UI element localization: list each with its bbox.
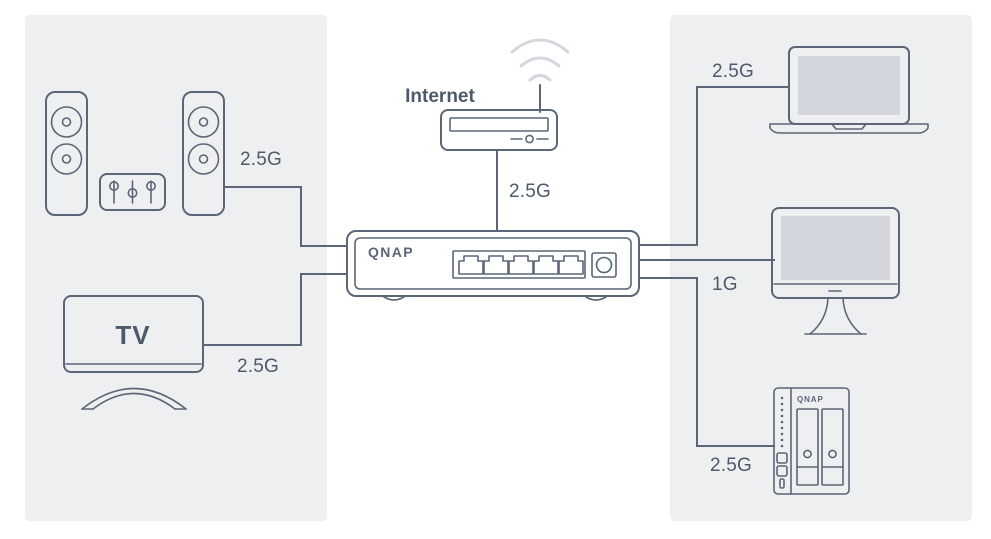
wireless-router xyxy=(440,38,570,151)
switch-brand-logo: QNAP xyxy=(368,244,414,260)
left-zone-panel xyxy=(25,15,327,521)
speaker-right xyxy=(182,91,225,216)
desktop-monitor xyxy=(771,207,900,335)
wire-switch-to-nas xyxy=(638,277,775,447)
wire-tv-to-switch xyxy=(203,273,348,346)
link-label-speakers: 2.5G xyxy=(240,149,282,170)
link-label-laptop: 2.5G xyxy=(712,61,754,82)
laptop xyxy=(769,46,929,134)
link-label-tv: 2.5G xyxy=(237,356,279,377)
internet-label: Internet xyxy=(405,86,475,107)
network-switch xyxy=(346,230,640,301)
switch-port-2 xyxy=(483,255,509,275)
wire-speakers-to-switch xyxy=(225,186,348,247)
link-label-nas: 2.5G xyxy=(710,455,752,476)
tv-screen-label: TV xyxy=(115,320,150,350)
switch-port-5 xyxy=(558,255,584,275)
audio-amplifier xyxy=(99,173,166,211)
switch-port-3 xyxy=(508,255,534,275)
wire-switch-to-laptop xyxy=(638,86,790,246)
switch-power-port xyxy=(591,252,617,278)
wifi-arc-outer xyxy=(510,38,570,54)
wifi-arc-inner xyxy=(528,74,552,82)
nas-brand-logo: QNAP xyxy=(797,395,824,404)
speaker-left xyxy=(45,91,88,216)
switch-port-4 xyxy=(533,255,559,275)
link-label-router: 2.5G xyxy=(509,181,551,202)
nas-device xyxy=(773,387,850,495)
wifi-arc-middle xyxy=(519,56,561,68)
television xyxy=(63,295,204,410)
switch-port-1 xyxy=(458,255,484,275)
link-label-monitor: 1G xyxy=(712,274,738,295)
